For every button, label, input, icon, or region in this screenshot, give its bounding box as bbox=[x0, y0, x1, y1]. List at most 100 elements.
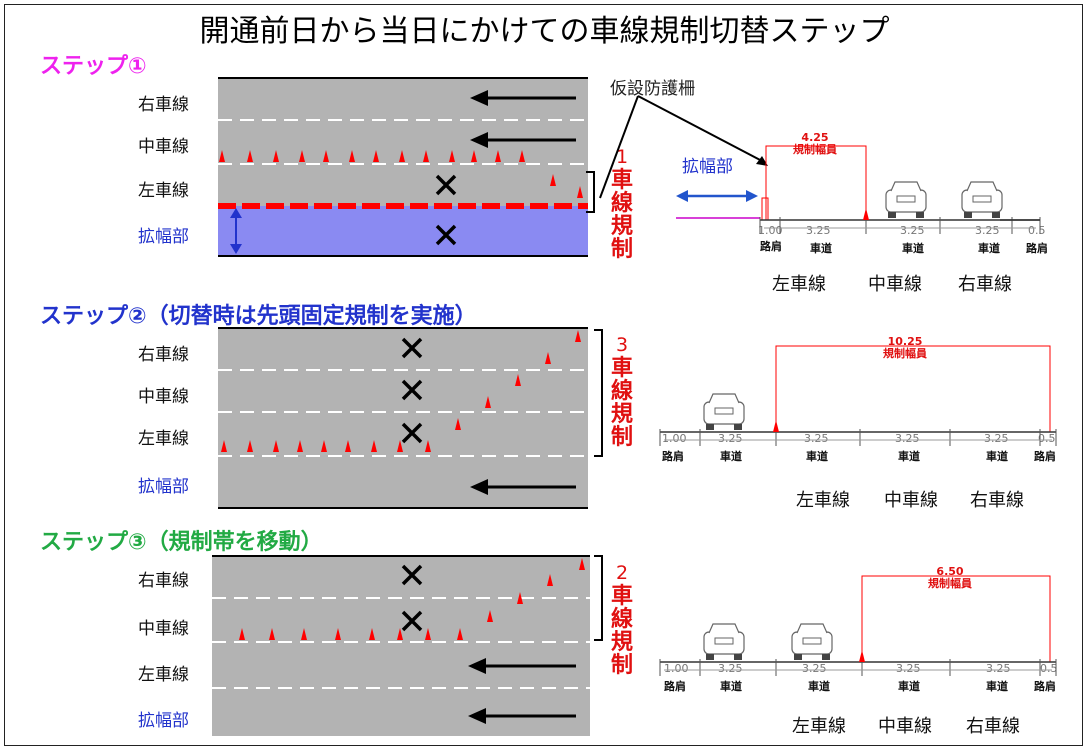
step1-closure-label: 1 車線規制 bbox=[609, 146, 635, 261]
step1-dim-1: 1.00 bbox=[758, 224, 783, 237]
step1-dim-2: 3.25 bbox=[806, 224, 831, 237]
step3-road bbox=[212, 556, 590, 736]
arrow-left-icon-head bbox=[468, 658, 486, 674]
step1-lane-right: 右車線 bbox=[138, 95, 189, 115]
cone-icon bbox=[219, 150, 225, 162]
step2-dim-5: 3.25 bbox=[984, 432, 1009, 445]
car-icon-plate bbox=[972, 195, 992, 203]
step2-type-1: 路肩 bbox=[662, 450, 684, 463]
step3-type-5: 車道 bbox=[986, 680, 1008, 693]
step1-type-1: 路肩 bbox=[760, 240, 782, 253]
cone-icon bbox=[301, 628, 307, 640]
car-icon-wheel bbox=[822, 654, 830, 660]
cone-icon bbox=[269, 628, 275, 640]
cross-icon bbox=[401, 610, 423, 632]
cone-icon bbox=[863, 208, 869, 220]
xsec-closure-box bbox=[765, 145, 867, 221]
step1-dim-5: 0.5 bbox=[1028, 224, 1046, 237]
cone-icon bbox=[239, 628, 245, 640]
cone-icon bbox=[297, 440, 303, 452]
cross-icon bbox=[401, 379, 423, 401]
step3-width-label: 規制幅員 bbox=[928, 577, 972, 590]
double-arrow-icon-right bbox=[746, 190, 758, 202]
cone-icon bbox=[373, 150, 379, 162]
car-icon bbox=[703, 631, 745, 655]
step1-xsec-right-lane: 右車線 bbox=[958, 274, 1012, 295]
cone-icon bbox=[550, 174, 556, 186]
car-icon-wheel bbox=[734, 654, 742, 660]
step1-widening-arrow-head bbox=[230, 244, 242, 254]
step3-lane-right: 右車線 bbox=[138, 571, 189, 591]
step1-widening-area bbox=[218, 206, 588, 256]
step3-dim-1: 1.00 bbox=[664, 662, 689, 675]
cone-icon bbox=[773, 420, 779, 432]
step2-heading: ステップ②（切替時は先頭固定規制を実施） bbox=[40, 304, 477, 329]
cone-icon bbox=[575, 330, 581, 342]
step1-type-4: 車道 bbox=[978, 242, 1000, 255]
step2-dim-1: 1.00 bbox=[662, 432, 687, 445]
car-icon-plate bbox=[714, 407, 734, 415]
car-icon-wheel bbox=[992, 212, 1000, 218]
cone-icon bbox=[471, 150, 477, 162]
cone-icon bbox=[221, 440, 227, 452]
step3-xsec-right-lane: 右車線 bbox=[966, 716, 1020, 737]
car-icon-wheel bbox=[964, 212, 972, 218]
step1-lane-left: 左車線 bbox=[138, 181, 189, 201]
cone-icon bbox=[425, 440, 431, 452]
step3-width-box: 6.50 規制幅員 bbox=[910, 566, 990, 590]
car-icon bbox=[791, 631, 833, 655]
step2-type-3: 車道 bbox=[806, 450, 828, 463]
step1-type-2: 車道 bbox=[810, 242, 832, 255]
double-arrow-icon-left bbox=[676, 190, 688, 202]
car-icon-wheel bbox=[916, 212, 924, 218]
cone-icon bbox=[323, 150, 329, 162]
step1-xsec-middle-lane: 中車線 bbox=[868, 274, 922, 295]
step2-closure-label: 3 車線規制 bbox=[609, 334, 635, 449]
cone-icon bbox=[425, 628, 431, 640]
cone-icon bbox=[515, 374, 521, 386]
step1-closure-text: 車線規制 bbox=[610, 168, 633, 262]
step2-type-4: 車道 bbox=[898, 450, 920, 463]
cone-icon bbox=[369, 628, 375, 640]
cone-icon bbox=[423, 150, 429, 162]
step3-dim-5: 3.25 bbox=[986, 662, 1011, 675]
step2-lane-left: 左車線 bbox=[138, 429, 189, 449]
cross-icon bbox=[401, 422, 423, 444]
step1-callout: 仮設防護柵 bbox=[610, 79, 695, 99]
step2-dim-6: 0.5 bbox=[1038, 432, 1056, 445]
step2-road bbox=[218, 328, 588, 508]
cone-icon bbox=[577, 186, 583, 198]
cone-icon bbox=[545, 352, 551, 364]
step2-closure-text: 車線規制 bbox=[610, 356, 633, 450]
cone-icon bbox=[247, 150, 253, 162]
cone-icon bbox=[455, 418, 461, 430]
arrow-left-icon-head bbox=[470, 90, 488, 106]
step2-xsec-left-lane: 左車線 bbox=[796, 490, 850, 511]
cone-icon bbox=[495, 150, 501, 162]
car-icon bbox=[703, 401, 745, 425]
step3-closure-number: 2 bbox=[615, 562, 629, 584]
cone-icon bbox=[547, 574, 553, 586]
cone-icon bbox=[485, 396, 491, 408]
step1-width-value: 4.25 bbox=[801, 131, 829, 144]
cone-icon bbox=[247, 440, 253, 452]
step2-xsec-right-lane: 右車線 bbox=[970, 490, 1024, 511]
closure-bracket bbox=[594, 555, 603, 641]
step2-lane-right: 右車線 bbox=[138, 345, 189, 365]
cone-icon bbox=[371, 440, 377, 452]
car-icon-wheel bbox=[888, 212, 896, 218]
step3-dim-3: 3.25 bbox=[802, 662, 827, 675]
step2-dim-3: 3.25 bbox=[804, 432, 829, 445]
car-icon-wheel bbox=[706, 654, 714, 660]
step3-width-value: 6.50 bbox=[936, 565, 964, 578]
step2-width-label: 規制幅員 bbox=[883, 347, 927, 360]
car-icon-wheel bbox=[794, 654, 802, 660]
step3-xsec-middle-lane: 中車線 bbox=[878, 716, 932, 737]
cone-icon bbox=[321, 440, 327, 452]
arrow-left-icon-head bbox=[470, 132, 488, 148]
cone-icon bbox=[487, 610, 493, 622]
closure-bracket bbox=[586, 171, 595, 213]
arrow-left-icon-head bbox=[470, 479, 488, 495]
step3-dim-2: 3.25 bbox=[718, 662, 743, 675]
step1-widening-arrow-head bbox=[230, 208, 242, 218]
